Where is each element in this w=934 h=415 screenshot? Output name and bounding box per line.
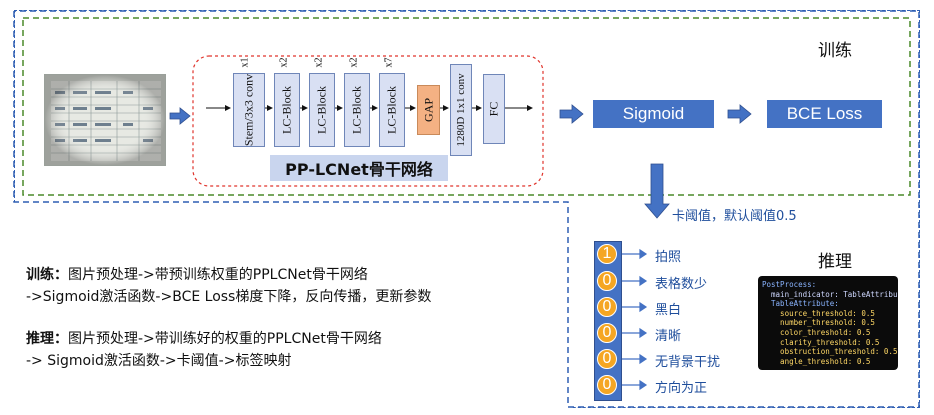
block-fc: FC bbox=[483, 74, 505, 144]
flag-value-4: 0 bbox=[597, 349, 617, 369]
block-lc-4-label: LC-Block bbox=[384, 86, 399, 134]
input-arrow bbox=[169, 107, 191, 125]
train-description-text1: 图片预处理->带预训练权重的PPLCNet骨干网络 bbox=[68, 267, 368, 283]
block-lc-4-mult: x7 bbox=[383, 57, 395, 68]
block-lc-3: LC-Block bbox=[344, 73, 370, 147]
block-lc-1-mult: x2 bbox=[278, 57, 290, 68]
infer-description-text1: 图片预处理->带训练好的权重的PPLCNet骨干网络 bbox=[68, 331, 382, 347]
flag-value-2: 0 bbox=[597, 297, 617, 317]
flag-label-5: 方向为正 bbox=[655, 381, 708, 396]
block-gap: GAP bbox=[417, 85, 440, 135]
block-lc-4: LC-Block bbox=[379, 73, 405, 147]
config-line-6: clarity_threshold: 0.5 bbox=[762, 337, 880, 347]
flag-label-4: 无背景干扰 bbox=[655, 355, 721, 370]
block-conv1x1-label: 1280D 1x1 conv bbox=[455, 73, 467, 147]
flag-label-0: 拍照 bbox=[655, 250, 682, 265]
down-arrow bbox=[644, 163, 670, 219]
config-line-4: number_threshold: 0.5 bbox=[762, 318, 875, 328]
flag-label-1: 表格数少 bbox=[655, 277, 708, 292]
block-lc-1: LC-Block bbox=[274, 73, 300, 147]
bce-loss-box: BCE Loss bbox=[767, 100, 882, 128]
sigmoid-box: Sigmoid bbox=[593, 100, 714, 128]
training-frame bbox=[22, 17, 911, 196]
block-lc-3-mult: x2 bbox=[348, 57, 360, 68]
flag-label-3: 清晰 bbox=[655, 329, 682, 344]
input-table-image bbox=[44, 74, 166, 166]
flag-value-5: 0 bbox=[597, 375, 617, 395]
infer-label: 推理 bbox=[818, 252, 852, 272]
train-description-line1: 训练：图片预处理->带预训练权重的PPLCNet骨干网络 bbox=[26, 264, 368, 284]
config-line-1: main_indicator: TableAttribute bbox=[762, 289, 898, 299]
block-lc-3-label: LC-Block bbox=[349, 86, 364, 134]
flag-value-1: 0 bbox=[597, 271, 617, 291]
block-stem-label: Stem/3x3 conv bbox=[241, 73, 256, 147]
config-line-0: PostProcess: bbox=[762, 280, 817, 289]
config-line-3: source_threshold: 0.5 bbox=[762, 308, 875, 318]
to-sigmoid-arrow bbox=[559, 104, 584, 124]
config-line-2: TableAttribute: bbox=[762, 299, 839, 309]
block-conv1x1: 1280D 1x1 conv bbox=[450, 64, 472, 156]
block-lc-1-label: LC-Block bbox=[279, 86, 294, 134]
threshold-label: 卡阈值，默认阈值0.5 bbox=[672, 209, 797, 224]
block-stem-mult: x1 bbox=[239, 57, 251, 68]
backbone-frame bbox=[192, 55, 544, 187]
backbone-title-text: PP-LCNet骨干网络 bbox=[285, 160, 433, 179]
infer-description-line1: 推理：图片预处理->带训练好的权重的PPLCNet骨干网络 bbox=[26, 328, 382, 348]
train-description-head: 训练： bbox=[26, 267, 68, 283]
block-lc-2-label: LC-Block bbox=[314, 86, 329, 134]
output-vector bbox=[594, 241, 622, 401]
config-line-7: obstruction_threshold: 0.5 bbox=[762, 347, 898, 357]
flag-value-3: 0 bbox=[597, 323, 617, 343]
block-fc-label: FC bbox=[486, 101, 501, 117]
block-gap-label: GAP bbox=[421, 97, 435, 123]
config-panel: PostProcess: main_indicator: TableAttrib… bbox=[758, 276, 898, 370]
flag-value-0: 1 bbox=[597, 244, 617, 264]
to-bce-arrow bbox=[727, 104, 752, 124]
train-description-line2: ->Sigmoid激活函数->BCE Loss梯度下降，反向传播，更新参数 bbox=[26, 289, 432, 305]
flag-label-2: 黑白 bbox=[655, 303, 682, 318]
infer-description-head: 推理： bbox=[26, 331, 68, 347]
block-lc-2-mult: x2 bbox=[313, 57, 325, 68]
config-line-8: angle_threshold: 0.5 bbox=[762, 356, 871, 366]
infer-description-line2: -> Sigmoid激活函数->卡阈值->标签映射 bbox=[26, 353, 292, 369]
backbone-title: PP-LCNet骨干网络 bbox=[270, 155, 448, 181]
block-stem: Stem/3x3 conv bbox=[233, 73, 265, 147]
train-label: 训练 bbox=[818, 41, 852, 61]
block-lc-2: LC-Block bbox=[309, 73, 335, 147]
config-line-5: color_threshold: 0.5 bbox=[762, 327, 871, 337]
